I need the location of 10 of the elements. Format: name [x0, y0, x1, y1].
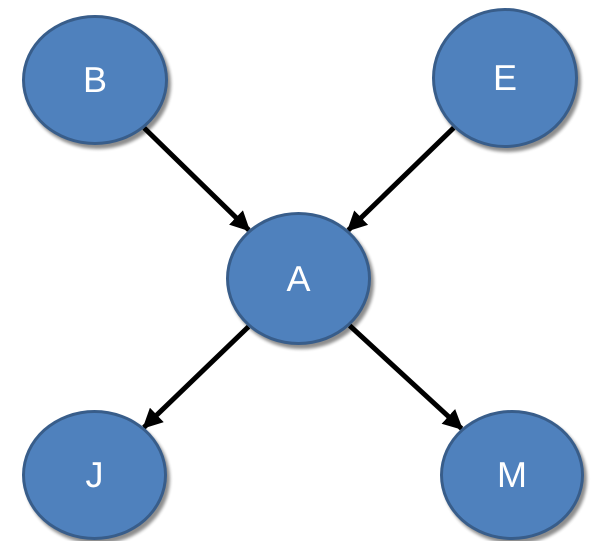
node-label: B [82, 59, 107, 101]
node-label: J [86, 454, 104, 496]
arrow [346, 126, 456, 232]
arrow [142, 324, 250, 430]
node-label: E [492, 57, 517, 99]
node-label: M [497, 454, 527, 496]
arrow [348, 324, 464, 430]
ellipse-node [226, 212, 371, 345]
node-label: A [286, 258, 310, 300]
arrow [142, 126, 251, 232]
